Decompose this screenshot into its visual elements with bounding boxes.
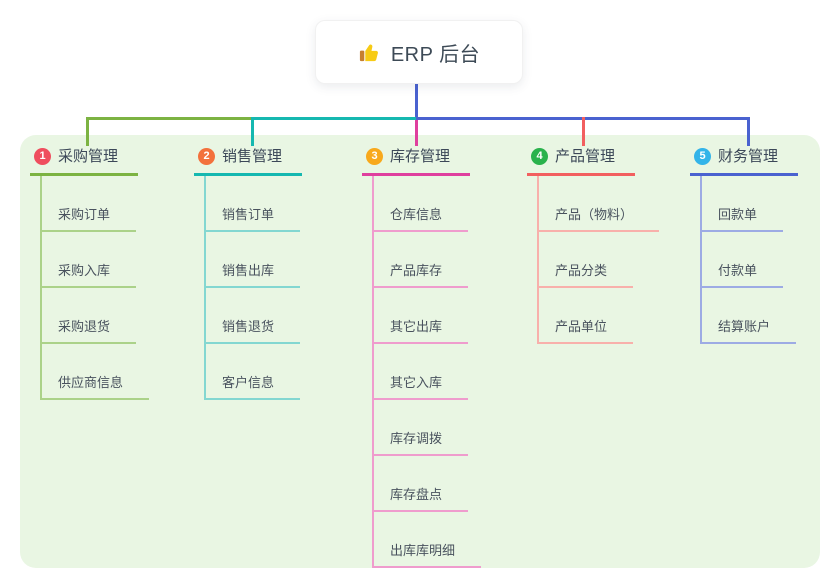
- root-title: ERP 后台: [390, 43, 481, 66]
- child-node[interactable]: 采购退货: [42, 288, 137, 344]
- child-label: 库存调拨: [390, 431, 443, 446]
- child-label: 采购订单: [58, 207, 111, 222]
- child-label: 销售退货: [222, 319, 275, 334]
- connector-segment: [85, 117, 253, 120]
- child-node[interactable]: 库存盘点: [374, 456, 469, 512]
- branch-number-badge: 4: [531, 148, 548, 165]
- child-label: 其它出库: [390, 319, 443, 334]
- child-label: 付款单: [718, 263, 758, 278]
- child-node[interactable]: 付款单: [702, 232, 784, 288]
- branch-number-badge: 1: [34, 148, 51, 165]
- branch-children: 销售订单销售出库销售退货客户信息: [204, 176, 302, 400]
- child-label: 采购退货: [58, 319, 111, 334]
- branch-label: 采购管理: [58, 148, 119, 165]
- child-label: 产品（物料）: [555, 207, 634, 222]
- connector-segment: [414, 120, 418, 146]
- child-node[interactable]: 库存调拨: [374, 400, 469, 456]
- branch-children: 采购订单采购入库采购退货供应商信息: [40, 176, 150, 400]
- background-panel: [20, 135, 820, 568]
- connector-segment: [414, 84, 418, 117]
- child-node[interactable]: 销售退货: [206, 288, 301, 344]
- child-label: 客户信息: [222, 375, 275, 390]
- child-node[interactable]: 产品分类: [539, 232, 634, 288]
- child-label: 采购入库: [58, 263, 111, 278]
- branch-node[interactable]: 4 产品管理: [527, 146, 636, 176]
- root-node[interactable]: ERP 后台: [315, 20, 523, 84]
- connector-segment: [746, 117, 750, 146]
- branch-number-badge: 2: [198, 148, 215, 165]
- child-label: 供应商信息: [58, 375, 124, 390]
- branch-node[interactable]: 5 财务管理: [690, 146, 799, 176]
- child-label: 库存盘点: [390, 487, 443, 502]
- branch-5: 5 财务管理回款单付款单结算账户: [690, 146, 799, 344]
- child-node[interactable]: 销售订单: [206, 176, 301, 232]
- branch-label: 财务管理: [718, 148, 779, 165]
- branch-2: 2 销售管理销售订单销售出库销售退货客户信息: [194, 146, 303, 400]
- child-node[interactable]: 出库库明细: [374, 512, 482, 568]
- branch-label: 库存管理: [390, 148, 451, 165]
- child-label: 产品单位: [555, 319, 608, 334]
- child-node[interactable]: 供应商信息: [42, 344, 150, 400]
- child-node[interactable]: 销售出库: [206, 232, 301, 288]
- branch-number-badge: 3: [366, 148, 383, 165]
- child-node[interactable]: 采购订单: [42, 176, 137, 232]
- connector-segment: [252, 117, 416, 120]
- child-node[interactable]: 产品（物料）: [539, 176, 660, 232]
- branch-label: 产品管理: [555, 148, 616, 165]
- child-node[interactable]: 仓库信息: [374, 176, 469, 232]
- child-label: 产品分类: [555, 263, 608, 278]
- child-label: 产品库存: [390, 263, 443, 278]
- connector-segment: [581, 117, 585, 146]
- child-node[interactable]: 产品库存: [374, 232, 469, 288]
- child-label: 结算账户: [718, 319, 771, 334]
- branch-label: 销售管理: [222, 148, 283, 165]
- child-node[interactable]: 其它出库: [374, 288, 469, 344]
- child-label: 仓库信息: [390, 207, 443, 222]
- connector-segment: [250, 117, 254, 146]
- branch-number-badge: 5: [694, 148, 711, 165]
- child-label: 销售出库: [222, 263, 275, 278]
- child-node[interactable]: 结算账户: [702, 288, 797, 344]
- child-label: 销售订单: [222, 207, 275, 222]
- child-node[interactable]: 回款单: [702, 176, 784, 232]
- branch-4: 4 产品管理产品（物料） 产品分类产品单位: [527, 146, 660, 344]
- branch-children: 仓库信息产品库存其它出库其它入库库存调拨库存盘点出库库明细: [372, 176, 482, 568]
- child-node[interactable]: 客户信息: [206, 344, 301, 400]
- child-label: 其它入库: [390, 375, 443, 390]
- child-node[interactable]: 采购入库: [42, 232, 137, 288]
- child-label: 回款单: [718, 207, 758, 222]
- branch-node[interactable]: 2 销售管理: [194, 146, 303, 176]
- child-node[interactable]: 产品单位: [539, 288, 634, 344]
- connector-segment: [85, 117, 89, 146]
- child-node[interactable]: 其它入库: [374, 344, 469, 400]
- branch-1: 1 采购管理采购订单采购入库采购退货供应商信息: [30, 146, 150, 400]
- branch-node[interactable]: 3 库存管理: [362, 146, 471, 176]
- branch-children: 产品（物料） 产品分类产品单位: [537, 176, 660, 344]
- thumbs-up-icon: [358, 41, 381, 64]
- branch-children: 回款单付款单结算账户: [700, 176, 798, 344]
- branch-node[interactable]: 1 采购管理: [30, 146, 139, 176]
- branch-3: 3 库存管理仓库信息产品库存其它出库其它入库库存调拨库存盘点出库库明细: [362, 146, 482, 568]
- child-label: 出库库明细: [390, 543, 456, 558]
